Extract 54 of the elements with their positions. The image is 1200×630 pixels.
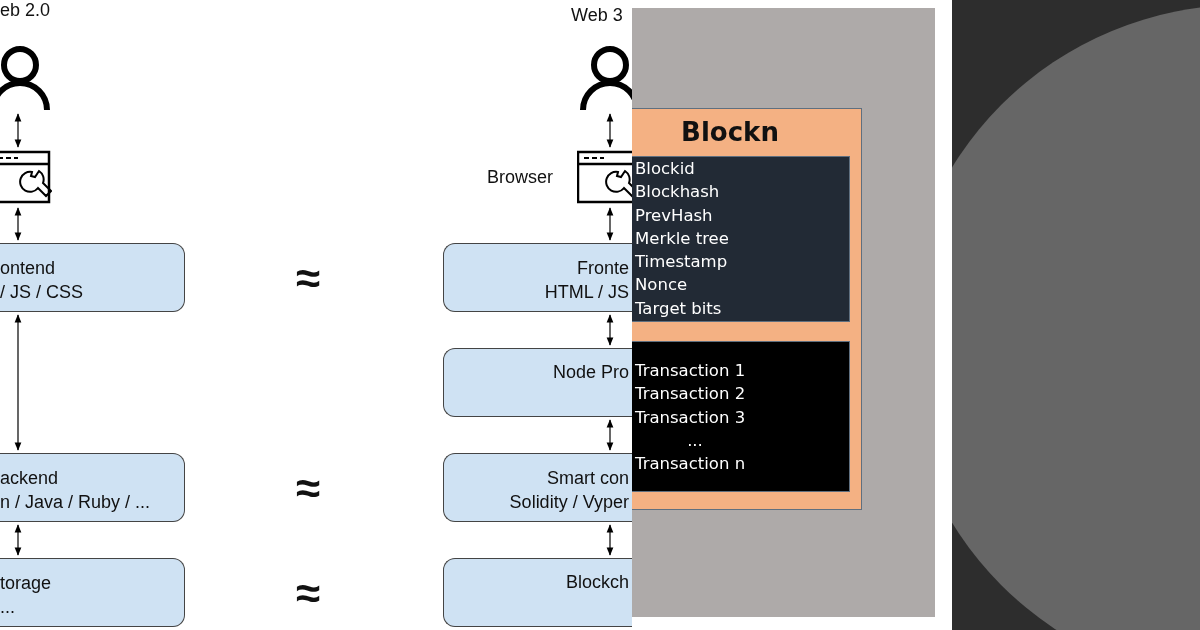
layer-text: Solidity / Vyper (508, 491, 629, 514)
field-text: Transaction n (635, 453, 747, 476)
person-icon (0, 45, 50, 111)
field-text: Merkle tree (635, 227, 730, 250)
field-text: Timestamp (635, 251, 729, 274)
column-heading: Web 3 (571, 5, 623, 26)
arrow (606, 524, 614, 556)
arrow (606, 207, 614, 241)
layer-box (443, 453, 632, 522)
arrow (14, 207, 22, 241)
transactions-box (632, 341, 850, 492)
arrow (606, 113, 614, 148)
field-text: Transaction 3 (635, 406, 747, 429)
arrow (14, 524, 22, 556)
layer-text: Fronte (575, 257, 629, 280)
header-box (632, 156, 850, 322)
field-text: Transaction 1 (635, 360, 747, 382)
field-text: Transaction 2 (635, 383, 747, 406)
arrow (606, 419, 614, 451)
browser-icon (0, 150, 52, 205)
layer-text: ... (0, 596, 16, 619)
field-text: Target bits (635, 297, 723, 320)
field-text: ... (686, 429, 704, 452)
layer-box (443, 558, 632, 627)
layer-text: Smart con (545, 467, 629, 490)
layer-text: torage (0, 572, 53, 595)
field-text: Blockhash (635, 181, 721, 204)
browser-label: Browser (487, 167, 553, 188)
block-title: Blockn (680, 117, 780, 147)
field-text: Nonce (635, 274, 689, 297)
block-card (632, 108, 862, 510)
field-text: Blockid (635, 158, 696, 180)
layer-text: / JS / CSS (0, 281, 85, 304)
approx-sign: ≈ (296, 256, 321, 300)
layer-box (0, 558, 185, 627)
layer-text: Blockch (564, 571, 629, 594)
arrow (14, 314, 22, 451)
browser-icon (577, 150, 632, 205)
layer-text: ackend (0, 467, 60, 490)
layer-text: HTML / JS (543, 281, 629, 304)
layer-text: Node Pro (551, 361, 629, 384)
layer-text: ontend (0, 257, 57, 280)
field-text: PrevHash (635, 204, 714, 227)
layer-box (0, 453, 185, 522)
layer-text: n / Java / Ruby / ... (0, 491, 152, 514)
arrow (606, 314, 614, 346)
person-icon (578, 45, 632, 111)
arrow (14, 113, 22, 148)
layer-box (443, 348, 632, 417)
layer-box (443, 243, 632, 312)
column-heading: eb 2.0 (0, 0, 51, 21)
layer-box (0, 243, 185, 312)
approx-sign: ≈ (296, 466, 321, 510)
approx-sign: ≈ (296, 571, 321, 615)
